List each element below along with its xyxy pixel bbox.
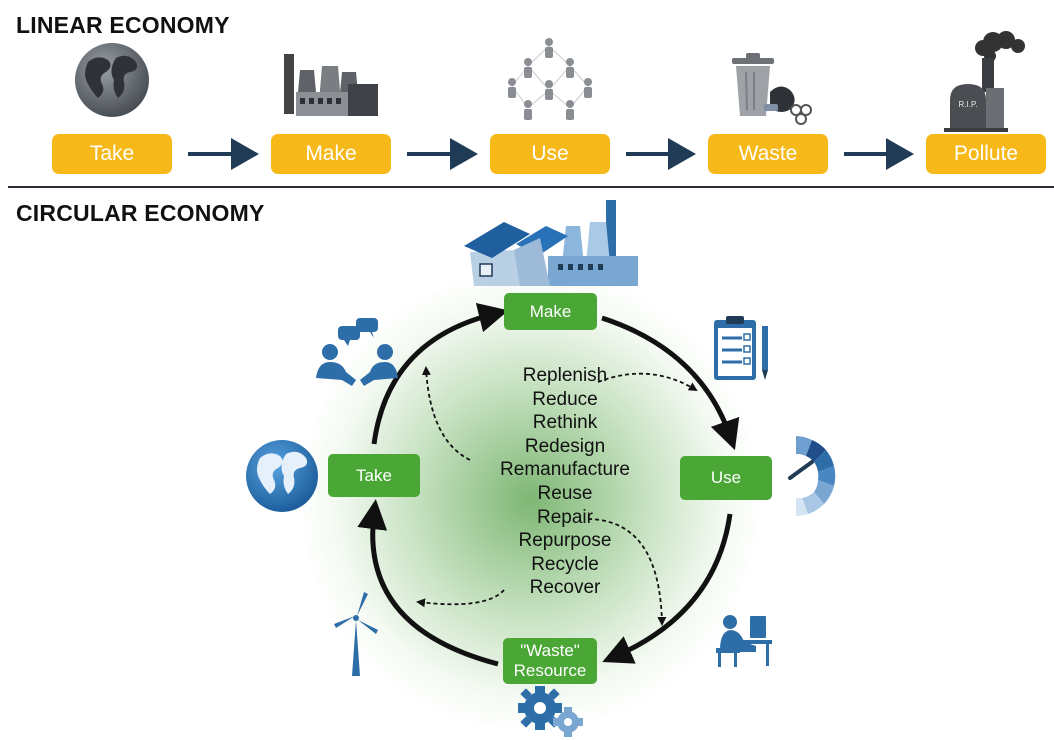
factory-grey-icon (284, 54, 378, 116)
gauge-icon (788, 436, 836, 516)
people-network-icon (508, 38, 592, 120)
linear-step-use: Use (490, 134, 610, 174)
arrow-waste-to-take (357, 499, 499, 667)
clipboard-checklist-icon (714, 316, 768, 380)
resource-label: Resource (513, 661, 587, 680)
strategy-item: Redesign (524, 435, 606, 457)
strategy-list: Replenish Reduce Rethink Redesign Remanu… (470, 364, 660, 600)
circular-make-box: Make (504, 293, 597, 330)
solar-factory-icon (464, 200, 638, 286)
linear-step-pollute: Pollute (926, 134, 1046, 174)
strategy-item: Rethink (532, 412, 598, 434)
globe-blue-icon (246, 440, 318, 512)
linear-step-make: Make (271, 134, 391, 174)
linear-step-waste: Waste (708, 134, 828, 174)
circular-take-box: Take (328, 454, 420, 497)
waste-label: "Waste" (520, 641, 580, 660)
linear-step-take: Take (52, 134, 172, 174)
strategy-item: Recover (529, 577, 601, 599)
arrow-take-to-make (371, 303, 509, 445)
strategy-item: Repair (537, 506, 593, 528)
trash-can-icon (732, 53, 812, 125)
gravestone-text: R.I.P. (959, 100, 978, 109)
strategy-item: Reduce (532, 388, 598, 410)
linear-economy-title: LINEAR ECONOMY (16, 12, 230, 38)
strategy-item: Remanufacture (500, 459, 630, 481)
arrow-make-to-use (601, 315, 740, 451)
strategy-item: Replenish (522, 365, 608, 386)
gears-icon (518, 686, 583, 737)
cycle-arrows (357, 303, 740, 667)
arrow-use-to-waste (602, 513, 733, 664)
circular-economy-title: CIRCULAR ECONOMY (16, 200, 265, 226)
section-divider (8, 186, 1054, 188)
strategy-item: Recycle (531, 553, 599, 575)
dashed-arrows (416, 366, 698, 626)
circular-use-box: Use (680, 456, 772, 500)
pollution-gravestone-icon: R.I.P. (944, 31, 1025, 132)
circular-waste-resource-box: "Waste" Resource (503, 638, 597, 684)
linear-graphics: R.I.P. (75, 31, 1025, 170)
globe-grey-icon (75, 43, 149, 117)
person-at-desk-icon (716, 615, 772, 667)
wind-turbine-icon (334, 592, 378, 676)
people-conversation-icon (316, 318, 398, 386)
strategy-item: Repurpose (518, 530, 612, 552)
strategy-item: Reuse (537, 482, 593, 504)
